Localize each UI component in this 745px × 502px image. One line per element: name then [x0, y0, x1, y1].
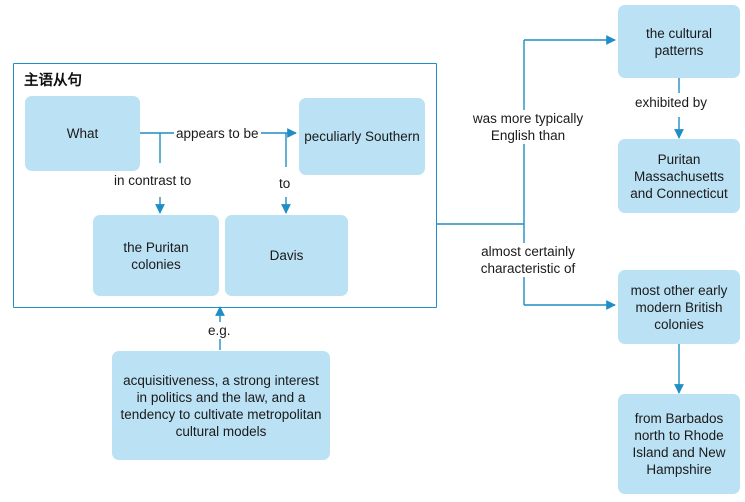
edge-label-eg: e.g. — [206, 322, 233, 339]
node-from-barbados-north-to-rhode-island-and-new-hampshire[interactable]: from Barbados north to Rhode Island and … — [618, 394, 740, 494]
node-davis[interactable]: Davis — [225, 215, 348, 296]
node-peculiarly-southern[interactable]: peculiarly Southern — [299, 98, 425, 175]
edge-label-to: to — [277, 175, 293, 192]
edge-label-appears-to-be: appears to be — [174, 125, 261, 142]
node-what[interactable]: What — [25, 96, 140, 171]
edge-label-in-contrast-to: in contrast to — [112, 172, 194, 189]
node-most-other-early-modern-british-colonies[interactable]: most other early modern British colonies — [618, 270, 740, 344]
edge-label-was-more-typically-english-than: was more typically English than — [465, 110, 591, 144]
subject-clause-group-title: 主语从句 — [24, 73, 82, 89]
node-the-puritan-colonies[interactable]: the Puritan colonies — [93, 215, 219, 296]
edge-label-exhibited-by: exhibited by — [633, 94, 710, 111]
node-acquisitiveness[interactable]: acquisitiveness, a strong interest in po… — [112, 351, 330, 460]
subject-clause-group — [13, 63, 437, 308]
node-puritan-massachusetts-and-connecticut[interactable]: Puritan Massachusetts and Connecticut — [618, 139, 740, 213]
node-the-cultural-patterns[interactable]: the cultural patterns — [618, 5, 740, 78]
edge-label-almost-certainly-characteristic-of: almost certainly characteristic of — [465, 243, 591, 277]
